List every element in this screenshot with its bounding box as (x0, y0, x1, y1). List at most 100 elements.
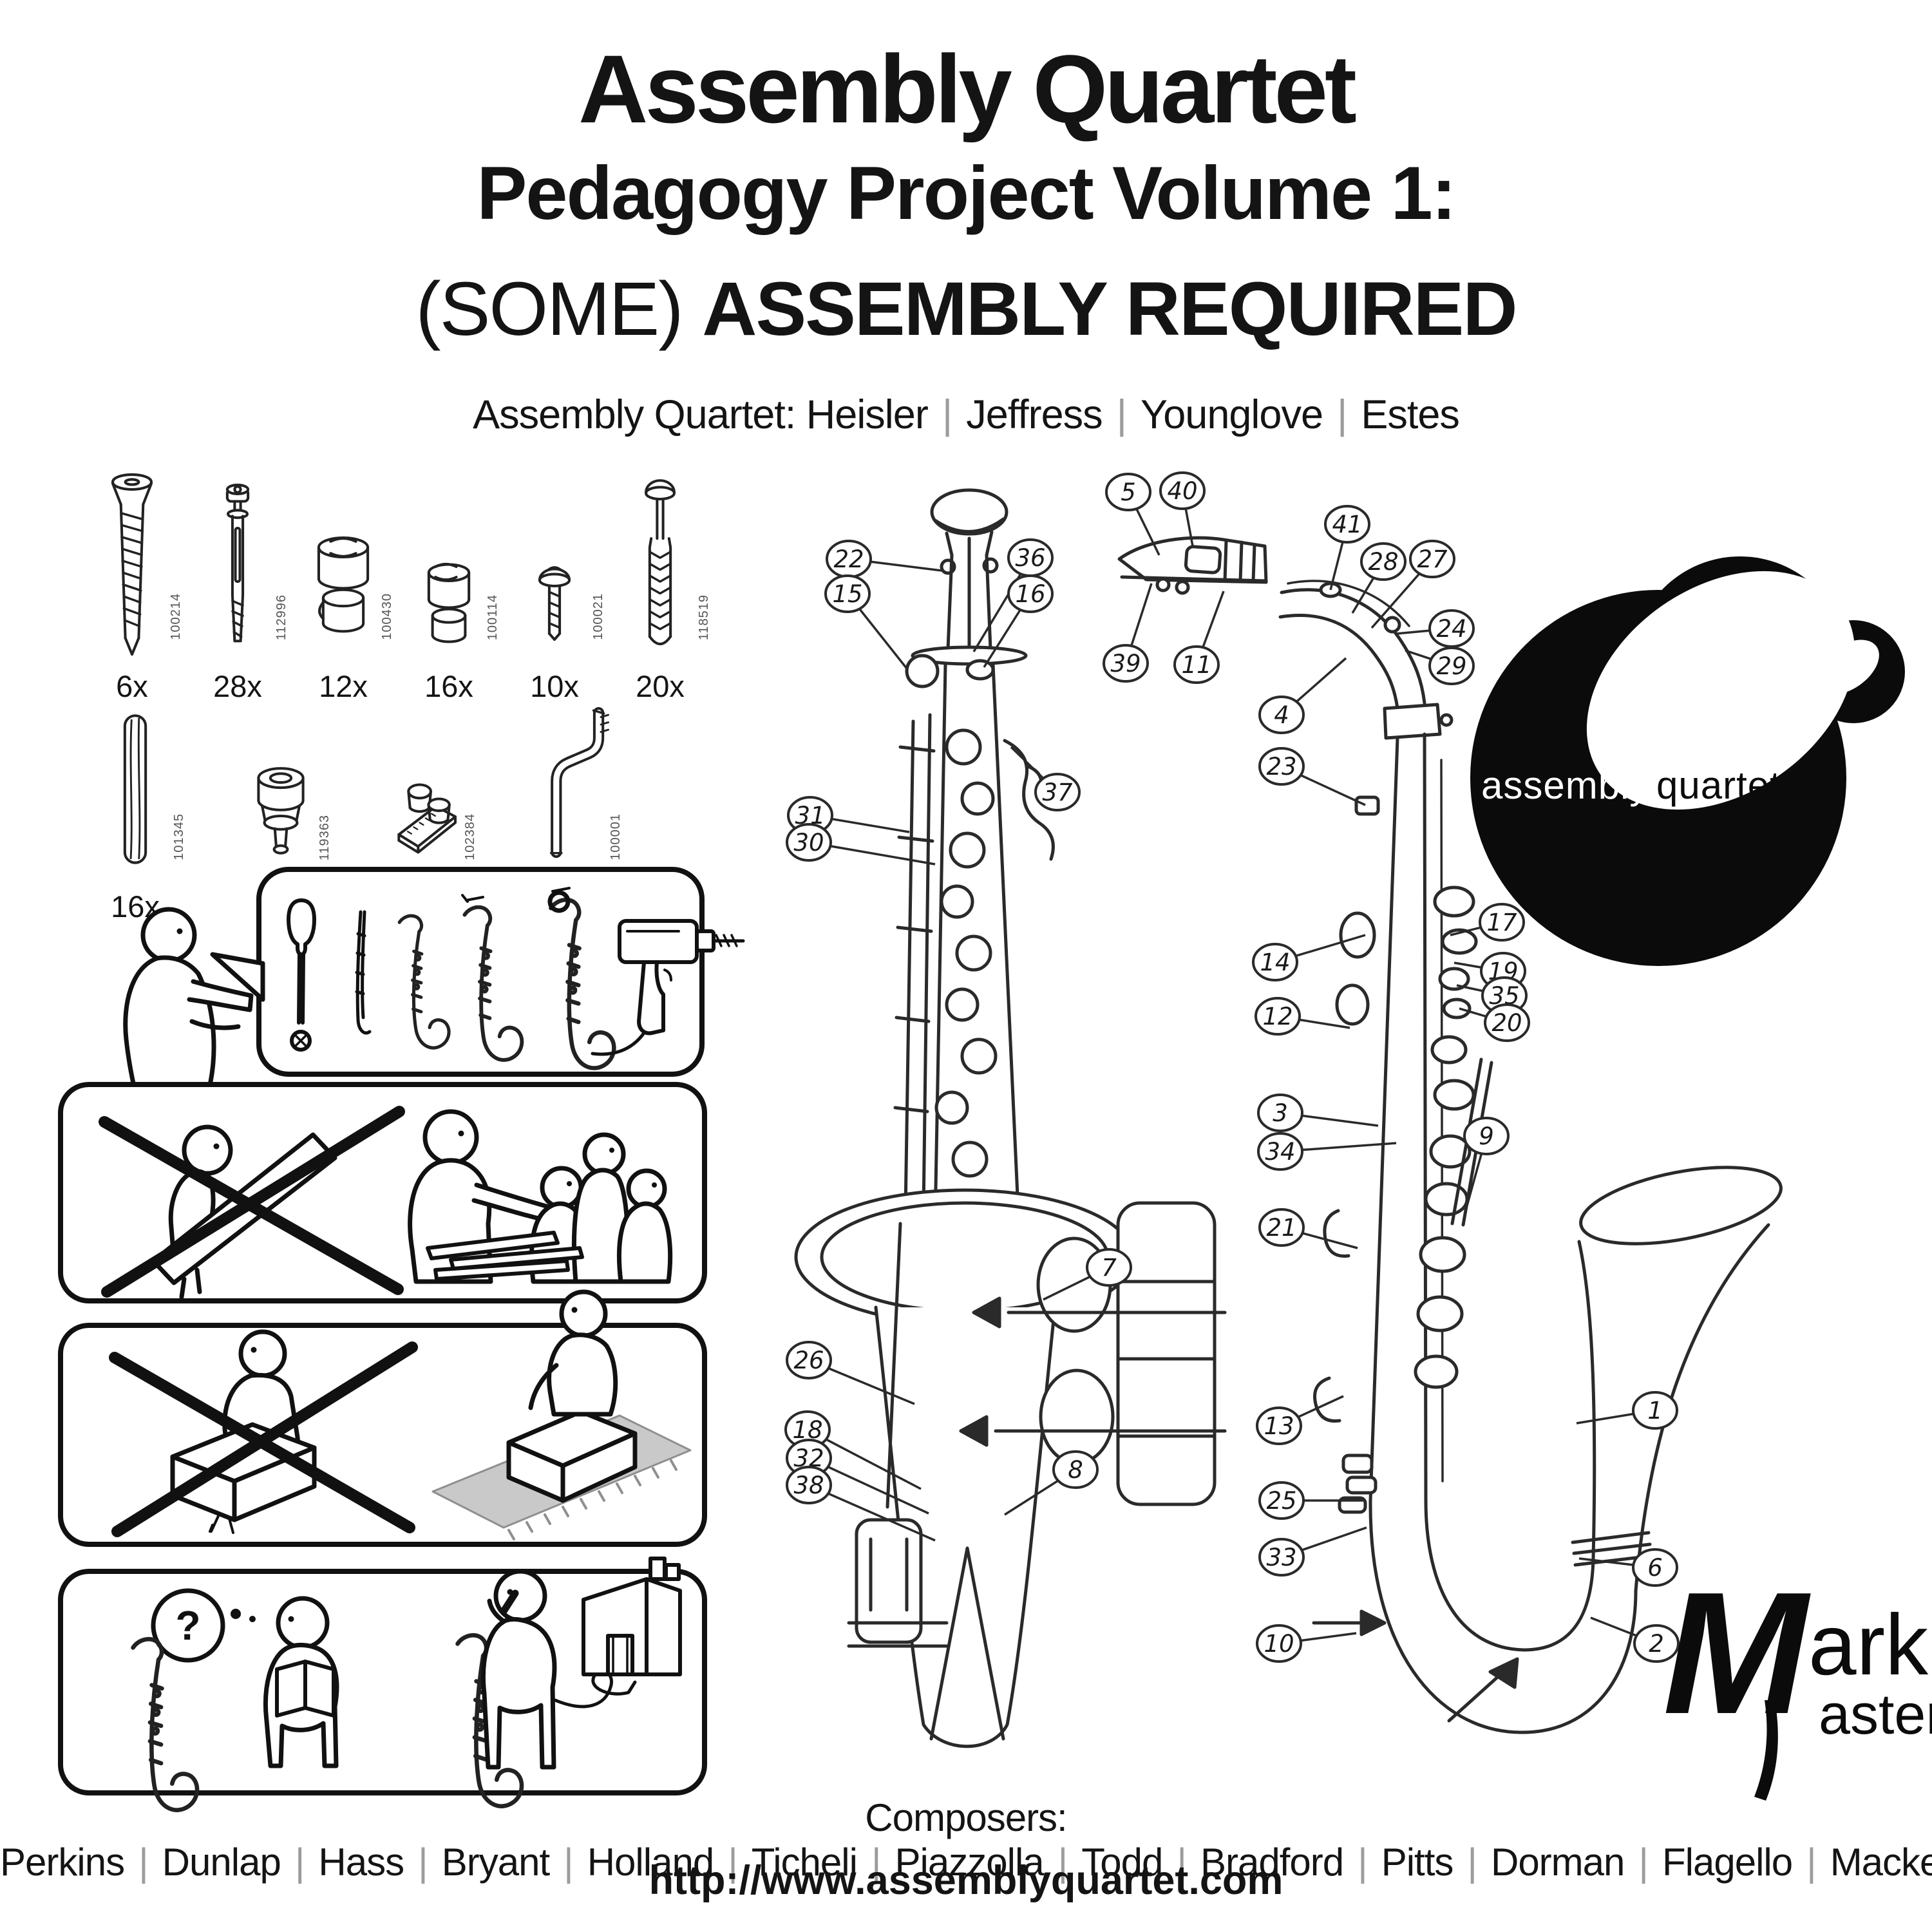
caller-head (493, 1569, 547, 1623)
svg-text:20: 20 (1492, 1009, 1522, 1037)
svg-text:21: 21 (1266, 1214, 1296, 1242)
sax-icon (458, 1635, 522, 1806)
svg-text:40: 40 (1167, 477, 1197, 505)
svg-text:8: 8 (1068, 1456, 1083, 1484)
name-item: Holland (587, 1841, 714, 1884)
panel-border (58, 1082, 707, 1303)
logo-lens (1586, 571, 1855, 810)
plastic-foot-icon (257, 767, 305, 855)
sax-icon (133, 1639, 197, 1810)
part-count: 28x (213, 669, 262, 703)
name-item: Pitts (1381, 1841, 1454, 1884)
drill-icon (591, 919, 745, 1056)
svg-text:2: 2 (1649, 1630, 1664, 1658)
callout-11: 11 (1173, 591, 1225, 684)
svg-text:14: 14 (1260, 949, 1290, 976)
callout-37: 37 (1010, 746, 1081, 811)
callout-17: 17 (1450, 903, 1525, 942)
callout-12: 12 (1255, 997, 1350, 1036)
telephone-icon (500, 1589, 519, 1615)
part-count: 1x (556, 889, 588, 923)
separator-bar: | (1806, 1841, 1817, 1884)
callout-25: 25 (1258, 1481, 1364, 1520)
plug-plate-icon (397, 783, 457, 854)
name-item: Dorman (1490, 1841, 1625, 1884)
box-on-rug (506, 1409, 638, 1468)
callout-36: 36 (972, 538, 1054, 652)
composers-label: Composers: (865, 1796, 1067, 1839)
separator-bar: | (1116, 392, 1127, 437)
name-item: Bryant (441, 1841, 550, 1884)
callout-29: 29 (1405, 647, 1475, 685)
callout-38: 38 (786, 1466, 936, 1542)
prohibition-x (109, 1341, 418, 1537)
callout-23: 23 (1258, 747, 1366, 806)
svg-text:11: 11 (1181, 651, 1211, 679)
composers-line: Composers: Perkins|Dunlap|Hass|Bryant|Ho… (0, 1795, 1932, 1884)
album-prefix: (SOME) (415, 267, 683, 352)
separator-bar: | (1057, 1841, 1068, 1884)
separator-bar: | (871, 1841, 882, 1884)
svg-text:1: 1 (1647, 1397, 1663, 1425)
svg-text:28: 28 (1368, 548, 1398, 576)
ikea-man-arm (187, 979, 254, 1012)
phone-cord (553, 1669, 637, 1709)
cam-lock-small-icon (427, 562, 471, 643)
anchor-screw-icon (645, 479, 676, 645)
machine-screw-icon (538, 566, 571, 641)
name-item: Hass (318, 1841, 404, 1884)
logo-medium-circle (1632, 556, 1848, 773)
box-top (170, 1422, 317, 1484)
name-item: Bradford (1200, 1841, 1344, 1884)
separator-bar: | (1358, 1841, 1368, 1884)
separator-bar: | (564, 1841, 574, 1884)
ikea-man-body (123, 955, 216, 1193)
name-item: Jeffress (966, 392, 1103, 437)
part-count: 12x (319, 669, 368, 703)
svg-text:39: 39 (1110, 650, 1141, 677)
svg-text:30: 30 (793, 829, 824, 857)
cam-bolt-icon (225, 484, 250, 643)
mouthpiece (1117, 536, 1268, 595)
part-count: 6x (116, 669, 148, 703)
svg-text:4: 4 (1274, 701, 1289, 729)
svg-text:41: 41 (1332, 511, 1362, 538)
rug (431, 1414, 692, 1529)
logo-word-quartet: quartet (1656, 764, 1781, 807)
separator-bar: | (138, 1841, 149, 1884)
prohibition-x (99, 1106, 405, 1298)
performers-line: Assembly Quartet: Heisler|Jeffress|Young… (0, 392, 1932, 438)
question-mark: ? (175, 1602, 200, 1649)
callout-34: 34 (1257, 1132, 1397, 1171)
svg-text:33: 33 (1266, 1544, 1296, 1571)
callout-31: 31 (787, 796, 910, 835)
copyright-symbol: © (1763, 854, 1785, 887)
logo-word-assembly: assembly (1481, 764, 1649, 807)
panel-dont-work-alone (58, 1082, 707, 1303)
svg-text:17: 17 (1486, 909, 1517, 936)
callout-18: 18 (784, 1410, 922, 1490)
svg-text:5: 5 (1121, 478, 1136, 506)
svg-text:27: 27 (1417, 545, 1448, 573)
wood-screw-icon (111, 473, 153, 656)
composers-names: Perkins|Dunlap|Hass|Bryant|Holland|Tiche… (0, 1841, 1932, 1884)
svg-text:35: 35 (1489, 982, 1519, 1010)
name-item: Ticheli (751, 1841, 858, 1884)
callout-15: 15 (824, 574, 908, 670)
callout-26: 26 (786, 1341, 915, 1405)
neck-receiver (1383, 703, 1454, 740)
label-m-tail (1754, 1700, 1778, 1801)
rug-fringe (507, 1459, 677, 1540)
callout-20: 20 (1459, 1003, 1530, 1042)
callout-13: 13 (1256, 1395, 1344, 1445)
callout-3: 3 (1257, 1094, 1379, 1132)
assembly-arrow (1312, 1609, 1519, 1723)
svg-text:15: 15 (832, 580, 862, 608)
svg-text:12: 12 (1262, 1003, 1293, 1030)
